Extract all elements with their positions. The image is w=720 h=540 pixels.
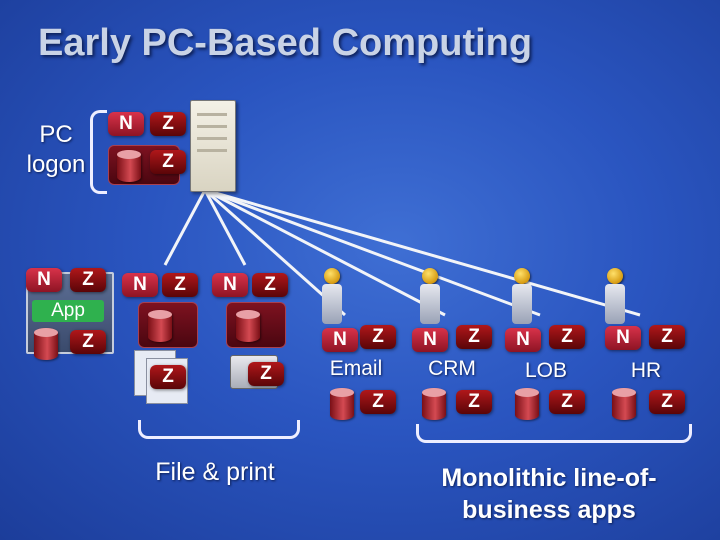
pc-logon-line1: PC: [39, 121, 73, 148]
database-icon: [422, 388, 446, 420]
pc-logon-label: PC logon: [16, 120, 96, 180]
n-badge: N: [212, 273, 248, 297]
database-icon: [117, 150, 141, 182]
line-to-lob: [204, 188, 541, 317]
line-to-crm: [204, 188, 446, 317]
line-to-fileserver-2: [203, 189, 247, 266]
database-icon: [515, 388, 539, 420]
z-badge: Z: [360, 325, 396, 349]
user-figure-icon: [603, 268, 627, 328]
line-to-fileserver-1: [163, 189, 207, 266]
service-label-email: Email: [329, 357, 383, 380]
monolithic-caption: Monolithic line-of-business apps: [441, 464, 657, 524]
n-badge: N: [605, 326, 641, 350]
z-badge: Z: [549, 390, 585, 414]
service-label-hr: HR: [630, 359, 662, 382]
z-badge: Z: [150, 112, 186, 136]
user-figure-icon: [418, 268, 442, 328]
database-icon: [34, 328, 58, 360]
line-to-hr: [204, 188, 641, 317]
service-label-lob: LOB: [524, 359, 568, 382]
line-to-email: [204, 188, 346, 317]
database-icon: [612, 388, 636, 420]
n-badge: N: [322, 328, 358, 352]
n-badge: N: [108, 112, 144, 136]
user-figure-icon: [320, 268, 344, 328]
file-print-brace: [138, 420, 300, 439]
z-badge: Z: [360, 390, 396, 414]
z-badge: Z: [649, 390, 685, 414]
n-badge: N: [505, 328, 541, 352]
server-icon: [190, 100, 236, 192]
database-icon: [148, 310, 172, 342]
z-badge: Z: [150, 365, 186, 389]
z-badge: Z: [70, 268, 106, 292]
z-badge: Z: [456, 325, 492, 349]
pc-logon-line2: logon: [26, 151, 86, 178]
z-badge: Z: [162, 273, 198, 297]
z-badge: Z: [150, 150, 186, 174]
user-figure-icon: [510, 268, 534, 328]
database-icon: [330, 388, 354, 420]
z-badge: Z: [456, 390, 492, 414]
pc-logon-brace: [90, 110, 107, 194]
z-badge: Z: [248, 362, 284, 386]
z-badge: Z: [70, 330, 106, 354]
z-badge: Z: [252, 273, 288, 297]
service-label-crm: CRM: [428, 357, 476, 380]
z-badge: Z: [549, 325, 585, 349]
monolithic-brace: [416, 424, 692, 443]
file-print-caption: File & print: [155, 458, 275, 486]
n-badge: N: [122, 273, 158, 297]
z-badge: Z: [649, 325, 685, 349]
n-badge: N: [26, 268, 62, 292]
app-label: App: [32, 300, 104, 322]
page-title: Early PC-Based Computing: [38, 22, 533, 64]
n-badge: N: [412, 328, 448, 352]
database-icon: [236, 310, 260, 342]
